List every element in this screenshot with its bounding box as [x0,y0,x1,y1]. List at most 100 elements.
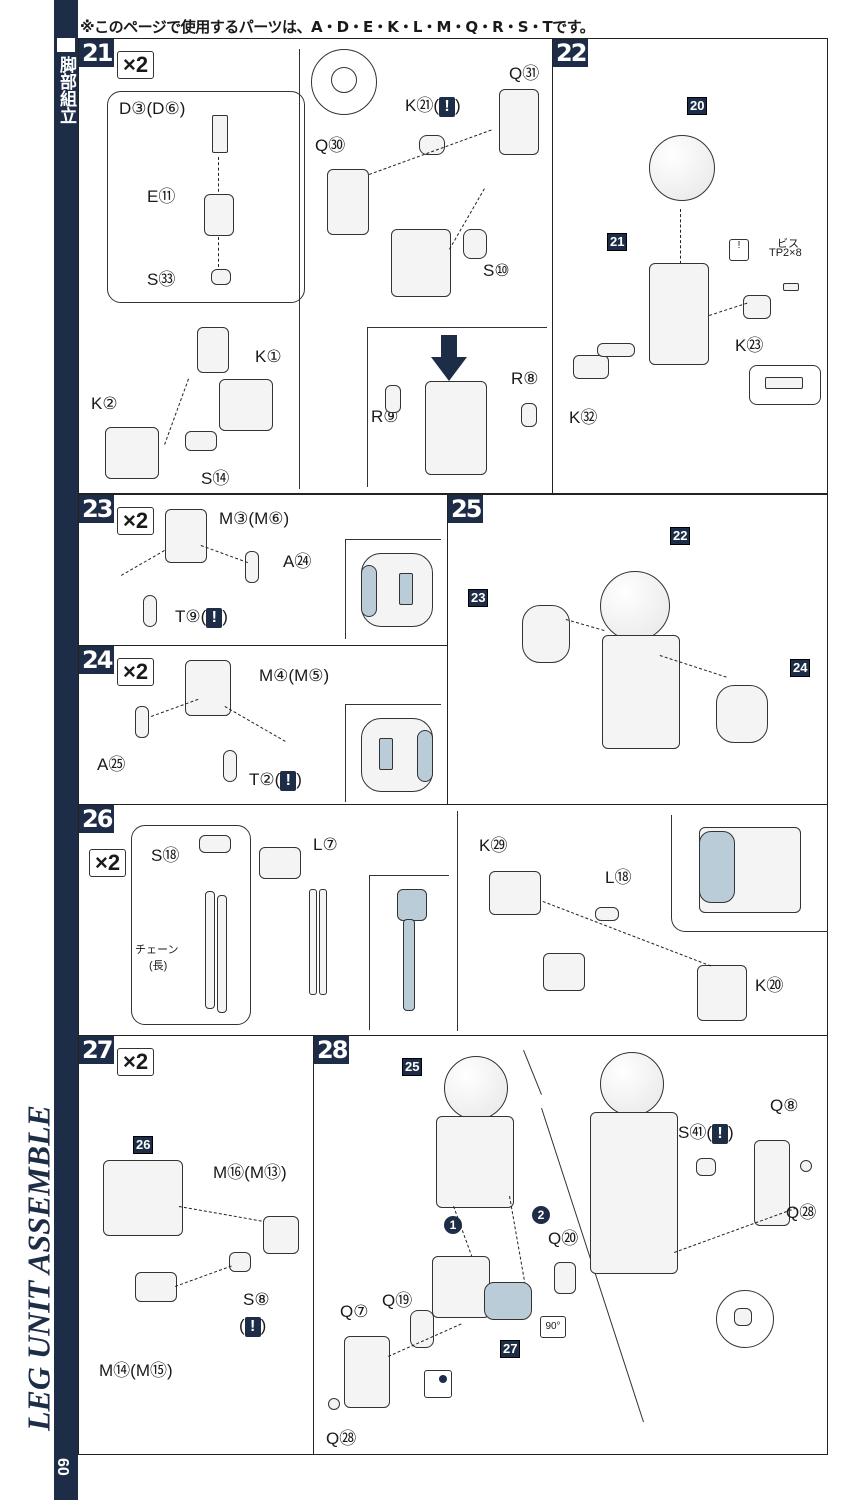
step-27-panel: 27 ×2 26 M⑯(M⑬) S⑧ (!) M⑭(M⑮) [78,1035,314,1455]
part-k20 [697,965,747,1021]
part-e11-assembled [197,327,229,373]
ref-step-25: 25 [402,1058,423,1076]
part-foot [432,1256,490,1318]
part-assembly-23 [522,605,570,663]
part-a24 [245,551,259,583]
label-m14: M⑭(M⑮) [99,1361,173,1380]
panel-divider [369,875,370,1030]
panel-divider [345,704,441,705]
section-title-jp: 脚部組立 [54,36,78,124]
part-body-21-result [425,381,487,475]
multiplier-badge: ×2 [117,658,155,686]
part-m4 [185,660,231,716]
step-28-panel: 28 25 1 2 27 Q⑳ 90° Q⑲ Q⑦ Q㉘ S㊶(!) Q⑧ Q㉘ [313,1035,828,1455]
part-leg-body [436,1116,514,1208]
step-number: 28 [314,1036,350,1064]
step-21-panel: 21 ×2 D③(D⑥) E⑪ S㉝ K① K② S⑭ K㉑(!) Q㉚ Q㉛ … [78,38,553,494]
step-number: 25 [448,495,484,523]
hose-highlight [361,565,377,617]
chain-assembled-right [319,889,327,995]
hose-highlight [699,831,735,903]
label-s33: S㉝ [147,270,176,289]
part-k1 [219,379,273,431]
section-title-jp-text: 脚部組立 [56,56,76,124]
label-m3: M③(M⑥) [219,509,290,528]
step-23-panel: 23 ×2 M③(M⑥) A㉔ T⑨(!) [78,494,448,646]
part-s10 [463,229,487,259]
step-number: 22 [553,39,589,67]
label-r8: R⑧ [511,369,539,388]
part-q31 [499,89,539,155]
label-m16: M⑯(M⑬) [213,1163,287,1182]
part-pin [597,343,635,357]
part-m14 [135,1272,177,1302]
chain-assembled-left [309,889,317,995]
part-leg-body [602,635,680,749]
subassembly-inset [131,825,251,1025]
chain-right [217,895,227,1013]
part-body-21 [391,229,451,297]
part-l18 [595,907,619,921]
screw-detail-icon [765,377,803,389]
detail-zoom-circle [311,49,377,115]
hose-highlight [417,730,433,782]
caution-tool-icon: ! [729,239,749,261]
part-e11 [204,194,234,236]
caution-icon: ! [244,1316,261,1337]
section-title-en: LEG UNIT ASSEMBLE [20,1090,57,1445]
parts-notice: ※このページで使用するパーツは、A・D・E・K・L・M・Q・R・S・Tです。 [80,18,595,36]
result-inset [671,815,828,932]
part-k29 [489,871,541,915]
label-m4: M④(M⑤) [259,666,330,685]
step-22-panel: 22 20 21 ! ビス TP2×8 K㉓ K㉜ [552,38,828,494]
part-m16 [263,1216,299,1254]
panel-divider [523,1050,542,1095]
step-number: 27 [79,1036,115,1064]
part-q7 [344,1336,390,1408]
panel-divider [367,327,368,487]
part-s33 [211,269,231,285]
label-k32: K㉜ [569,408,598,427]
section-spine [54,0,78,1500]
assembly-arrow [674,1207,797,1253]
part-s18 [199,835,231,853]
orientation-detail-icon [734,1308,752,1326]
ref-step-26: 26 [133,1136,154,1154]
label-chain: チェーン [135,944,179,956]
part-q28-right [800,1160,812,1172]
multiplier-badge: ×2 [117,507,155,535]
caution-icon: ! [280,770,297,791]
part-q19 [410,1310,434,1348]
rotate-90-icon: 90° [540,1316,566,1338]
label-l18: L⑱ [605,868,632,887]
step-25-panel: 25 22 23 24 [447,494,828,805]
step-24-panel: 24 ×2 M④(M⑤) A㉕ T②(!) [78,645,448,805]
section-title-en-text: LEG UNIT ASSEMBLE [20,1104,57,1431]
assembly-arrow [121,550,165,576]
label-k20: K⑳ [755,976,784,995]
part-dome-20 [649,135,715,201]
part-s14 [185,431,217,451]
panel-highlight [399,573,413,605]
label-a25: A㉕ [97,755,126,774]
ref-step-21: 21 [607,233,628,251]
part-leg-body [649,263,709,365]
label-s8: S⑧ [243,1290,270,1309]
label-e11: E⑪ [147,187,176,206]
part-t9 [143,595,157,627]
part-k21 [419,135,445,155]
part-q28-left [328,1398,340,1410]
ring-detail-icon [331,67,357,93]
part-s8 [229,1252,251,1272]
part-q30 [327,169,369,235]
step-number: 23 [79,495,115,523]
page-number: 09 [56,1458,73,1476]
step-26-panel: 26 ×2 S⑱ チェーン (長) L⑦ K㉙ L⑱ K⑳ [78,804,828,1036]
multiplier-badge: ×2 [117,1048,155,1076]
label-chain-sub: (長) [149,960,168,972]
part-r9 [385,385,401,413]
label-l7: L⑦ [313,835,338,854]
multiplier-badge: ×2 [117,51,155,79]
multiplier-badge: ×2 [89,849,127,877]
section-marker-icon [57,38,75,52]
